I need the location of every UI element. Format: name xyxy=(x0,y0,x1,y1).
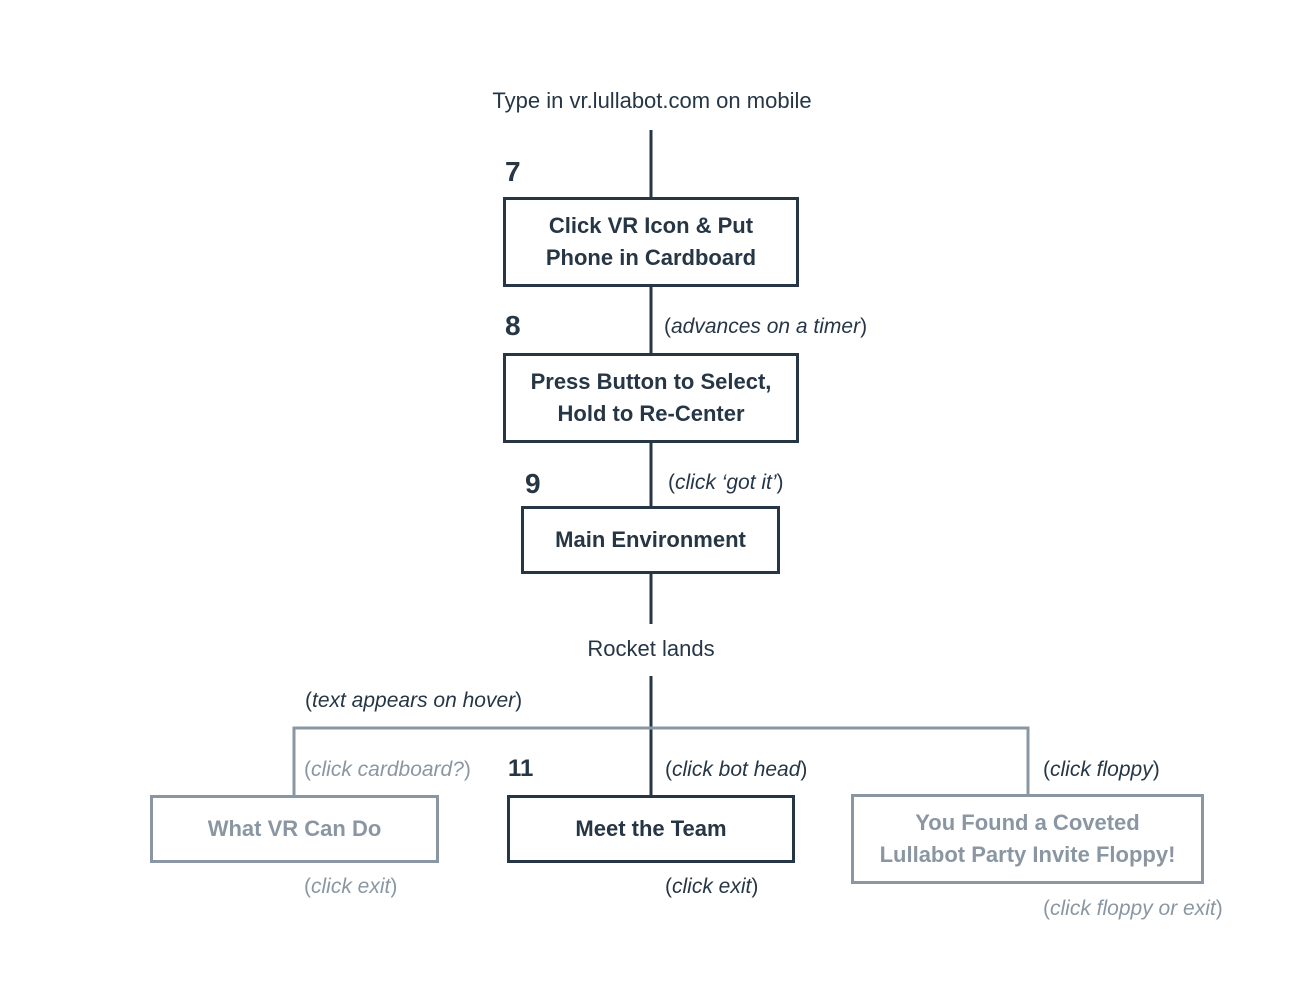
step-number-11: 11 xyxy=(508,755,534,782)
note-text-appears-on-hover: (text appears on hover) xyxy=(305,689,523,712)
step-number-8: 8 xyxy=(505,310,521,341)
note-advances-on-timer-text: advances on a timer xyxy=(671,315,861,338)
rocket-lands-label: Rocket lands xyxy=(587,636,715,661)
note-click-bot-head-text: click bot head xyxy=(672,758,801,781)
note-click-exit-left-text: click exit xyxy=(311,875,391,898)
note-click-floppy: (click floppy) xyxy=(1043,758,1160,781)
note-text-appears-on-hover-text: text appears on hover xyxy=(312,689,516,712)
node-what-vr-can-do: What VR Can Do xyxy=(150,795,439,863)
note-click-exit-left: (click exit) xyxy=(304,875,398,898)
connector-branch-left xyxy=(292,726,651,796)
note-click-exit-center: (click exit) xyxy=(665,875,759,898)
note-click-got-it: (click ‘got it’) xyxy=(668,471,784,494)
note-click-floppy-text: click floppy xyxy=(1050,758,1153,781)
note-click-floppy-or-exit-text: click floppy or exit xyxy=(1050,897,1216,920)
note-click-bot-head: (click bot head) xyxy=(665,758,808,781)
note-click-cardboard-text: click cardboard? xyxy=(311,758,464,781)
node-meet-the-team: Meet the Team xyxy=(507,795,795,863)
connector-branch-right xyxy=(651,726,1030,795)
note-click-floppy-or-exit: (click floppy or exit) xyxy=(1043,897,1223,920)
note-advances-on-timer: (advances on a timer) xyxy=(664,315,868,338)
node-press-button: Press Button to Select, Hold to Re-Cente… xyxy=(503,353,799,443)
note-click-cardboard: (click cardboard?) xyxy=(304,758,471,781)
note-click-got-it-text: click ‘got it’ xyxy=(675,471,777,494)
node-floppy: You Found a Coveted Lullabot Party Invit… xyxy=(851,794,1204,884)
start-label: Type in vr.lullabot.com on mobile xyxy=(492,88,812,113)
node-main-environment: Main Environment xyxy=(521,506,780,574)
step-number-7: 7 xyxy=(505,156,521,187)
step-number-9: 9 xyxy=(525,468,541,499)
node-click-vr-icon: Click VR Icon & Put Phone in Cardboard xyxy=(503,197,799,287)
note-click-exit-center-text: click exit xyxy=(672,875,752,898)
